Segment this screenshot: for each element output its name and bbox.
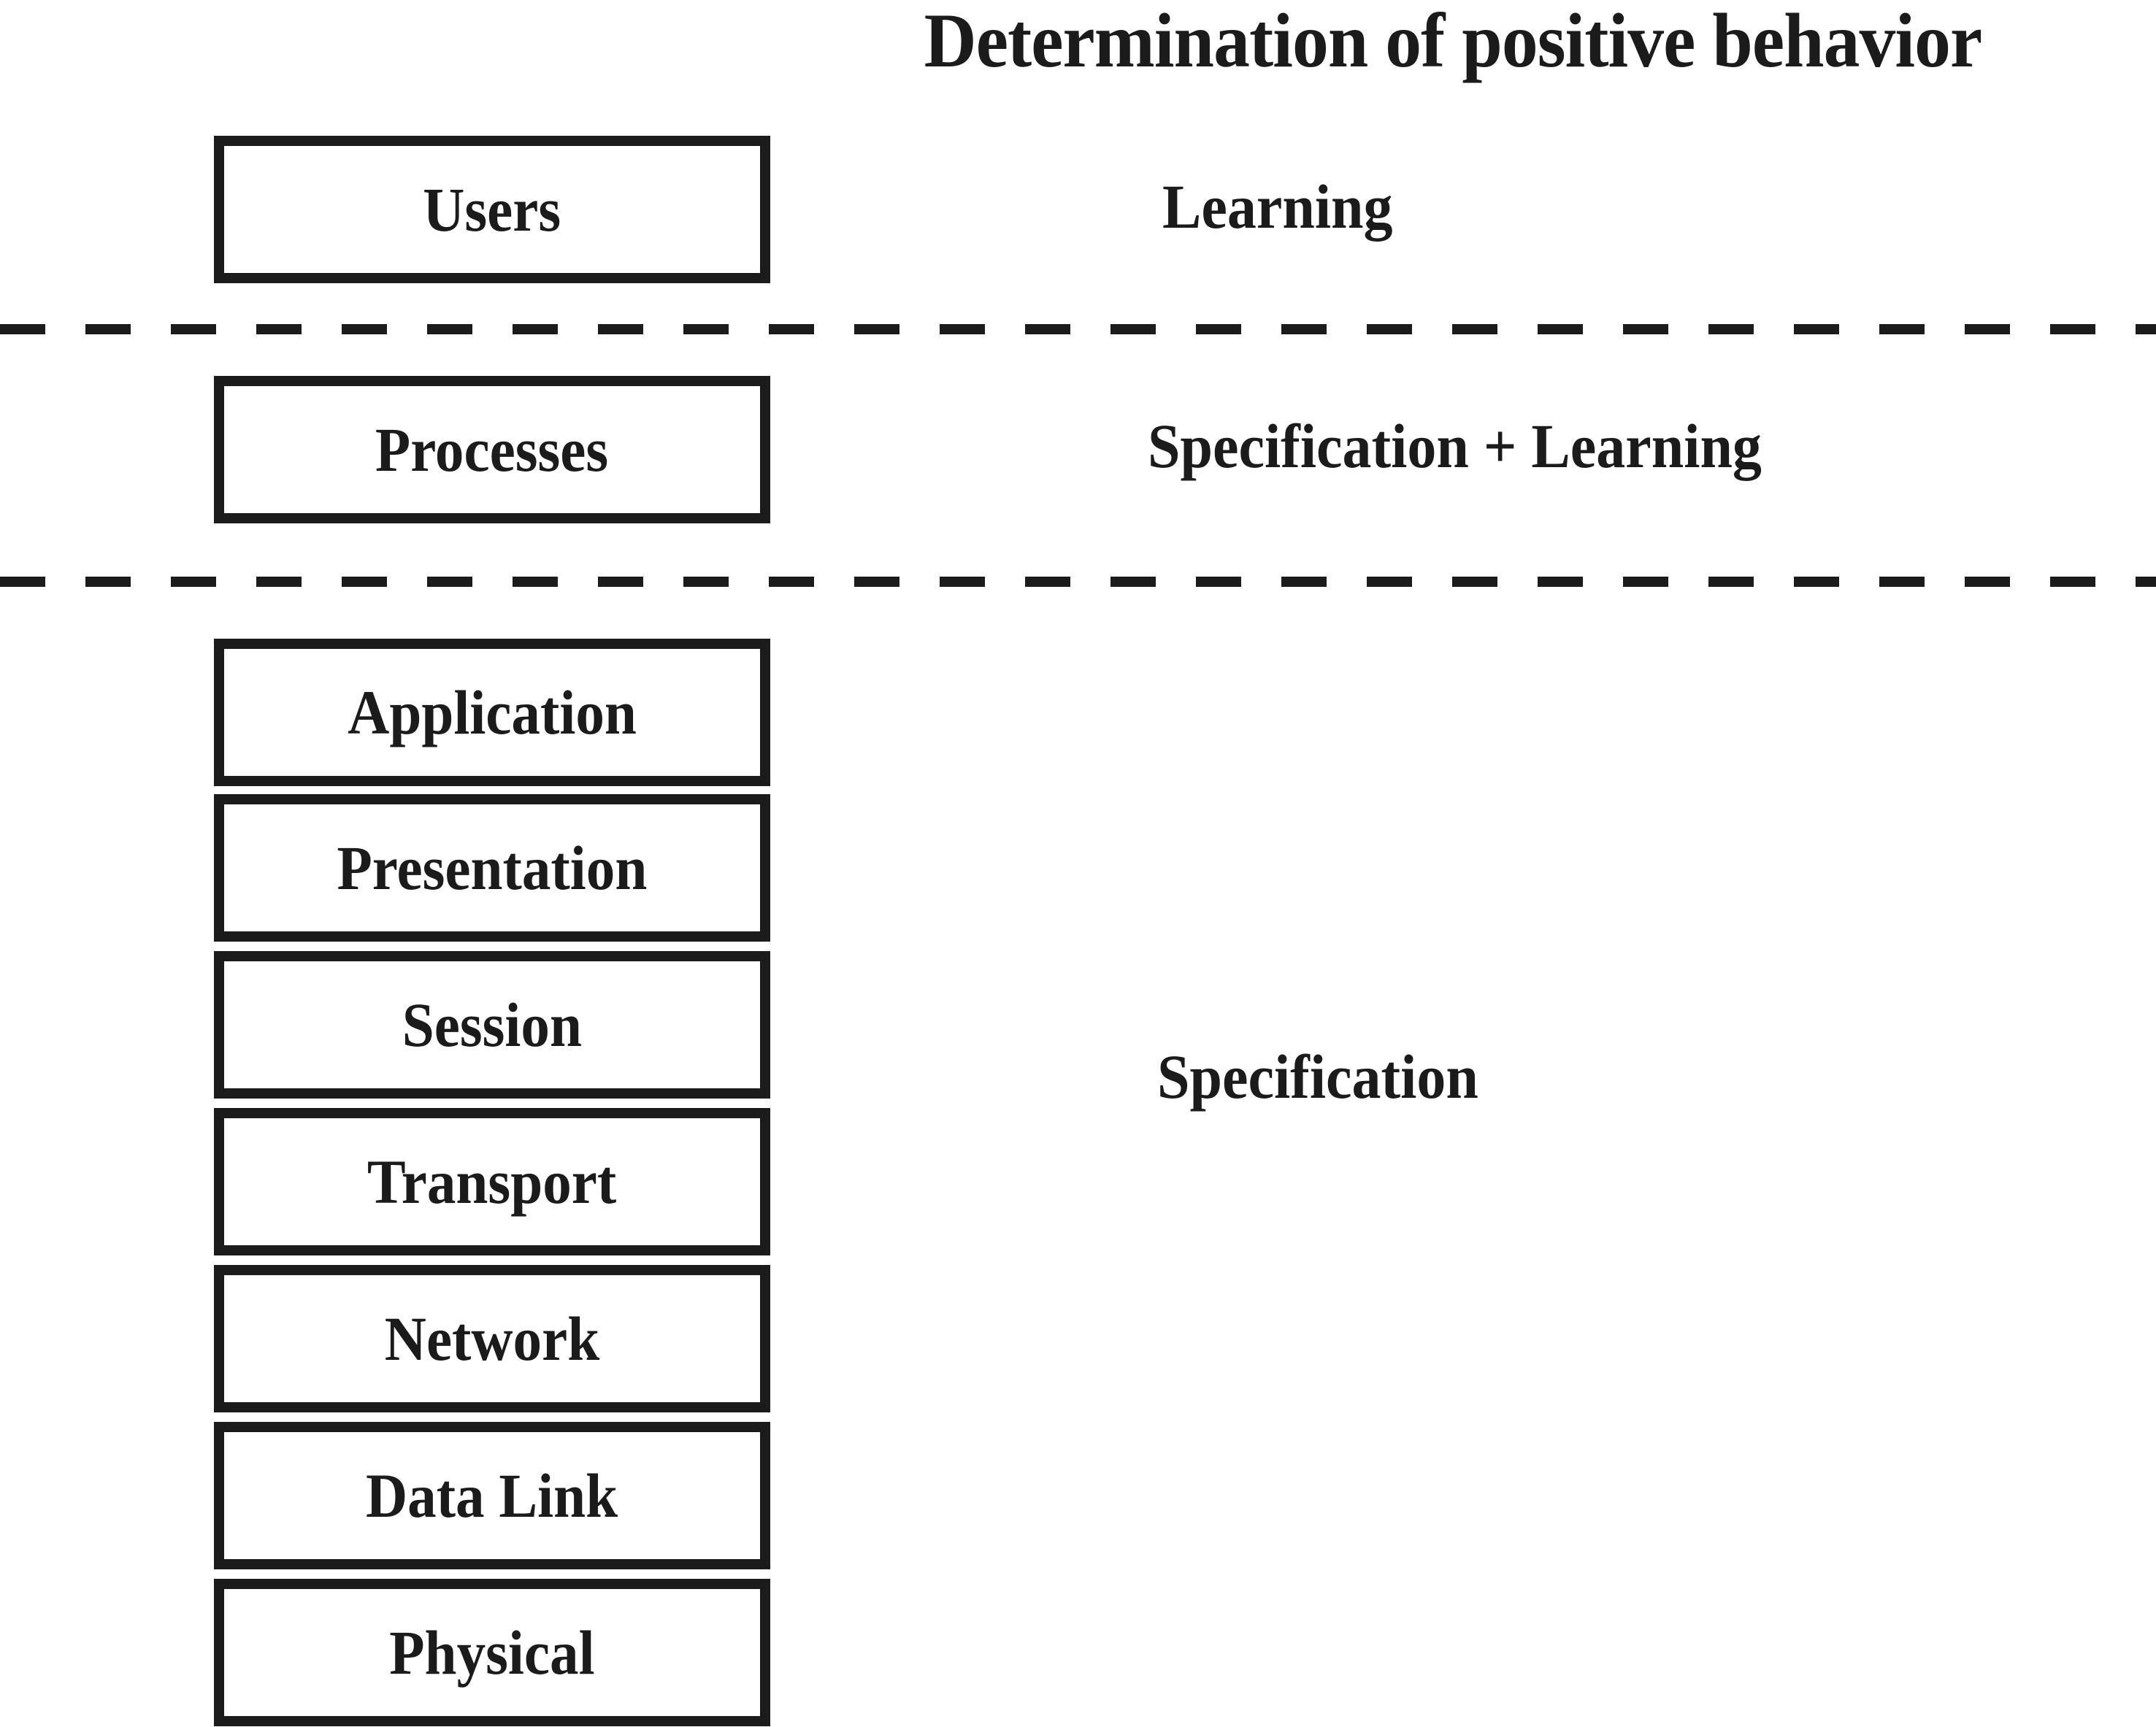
layer-box-application[interactable]: Application xyxy=(214,639,770,786)
layer-label-session: Session xyxy=(402,990,583,1060)
layer-box-session[interactable]: Session xyxy=(214,951,770,1099)
layer-box-data-link[interactable]: Data Link xyxy=(214,1422,770,1569)
layer-label-data-link: Data Link xyxy=(366,1461,618,1531)
layer-box-processes[interactable]: Processes xyxy=(214,376,770,523)
zone-label-specification: Specification xyxy=(1157,1042,1478,1112)
layer-box-physical[interactable]: Physical xyxy=(214,1579,770,1726)
layer-box-presentation[interactable]: Presentation xyxy=(214,794,770,942)
layer-label-users: Users xyxy=(423,174,561,245)
layer-label-transport: Transport xyxy=(367,1147,617,1217)
layer-box-users[interactable]: Users xyxy=(214,136,770,283)
dashed-divider-lower xyxy=(0,577,2156,587)
zone-label-learning: Learning xyxy=(1162,172,1393,242)
layer-box-network[interactable]: Network xyxy=(214,1265,770,1412)
layer-label-network: Network xyxy=(384,1304,600,1374)
zone-label-specification-plus-learning: Specification + Learning xyxy=(1148,411,1762,481)
dashed-divider-upper xyxy=(0,324,2156,334)
layer-box-transport[interactable]: Transport xyxy=(214,1108,770,1255)
layer-label-physical: Physical xyxy=(389,1618,595,1688)
layer-label-processes: Processes xyxy=(375,415,609,485)
page-title: Determination of positive behavior xyxy=(924,0,1983,83)
layer-label-presentation: Presentation xyxy=(337,833,648,903)
layer-label-application: Application xyxy=(348,677,637,747)
